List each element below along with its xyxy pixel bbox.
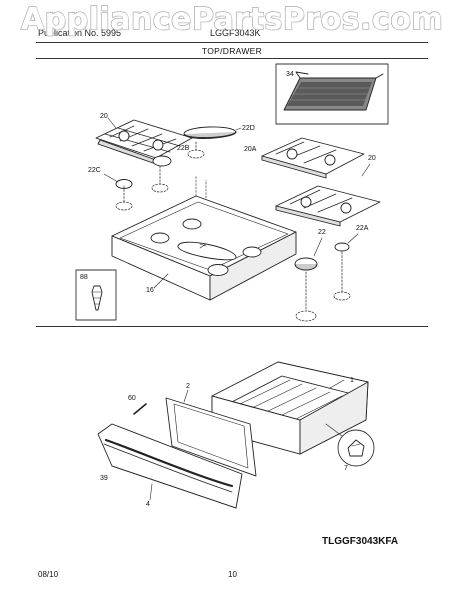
cooktop [111, 175, 297, 301]
callout-88: 88 [80, 274, 88, 281]
callout-22: 22 [318, 229, 326, 236]
burner-cap-22b [152, 155, 172, 167]
grate-left [95, 119, 193, 165]
callout-drawer-panel: 2 [186, 383, 190, 390]
callout-22d: 22D [242, 125, 255, 132]
drawer-panel [165, 397, 257, 477]
callout-handle: 39 [100, 475, 108, 482]
section-divider [36, 326, 428, 327]
callout-22b: 22B [177, 145, 190, 152]
callout-22c: 22C [88, 167, 101, 174]
callout-20a: 20A [244, 146, 257, 153]
callout-drawer-front: 4 [146, 501, 150, 508]
model-number: TLGGF3043KFA [322, 536, 399, 547]
drawer-glide [325, 423, 375, 467]
grate-right [275, 185, 381, 227]
grate-20a [261, 137, 365, 179]
center-burner-cover [183, 126, 237, 139]
griddle-inset [275, 63, 389, 125]
section-title: TOP/DRAWER [201, 46, 263, 56]
callout-griddle: 34 [286, 71, 294, 78]
footer-date: 08/10 [38, 570, 59, 579]
callout-grate-left: 20 [100, 113, 108, 120]
title-rule [36, 58, 428, 59]
callout-drawer-body: 1 [350, 377, 354, 384]
callout-grate-right: 20 [368, 155, 376, 162]
header-rule [36, 42, 428, 43]
callout-glide: 7 [344, 465, 348, 472]
burner-cap-22c [115, 179, 133, 189]
burner-cap-22a [334, 242, 350, 252]
callout-cooktop: 16 [146, 287, 154, 294]
callout-22a: 22A [356, 225, 369, 232]
model-header: LGGF3043K [210, 28, 261, 38]
screw [133, 403, 147, 415]
drawer-front [97, 423, 243, 509]
rear-burner-heads [295, 251, 351, 322]
callout-screw: 60 [128, 395, 136, 402]
footer-page: 10 [228, 570, 237, 579]
burner-heads [115, 141, 205, 211]
inset-88 [75, 269, 117, 321]
publication-number: Publication No. 5995 [38, 28, 122, 38]
